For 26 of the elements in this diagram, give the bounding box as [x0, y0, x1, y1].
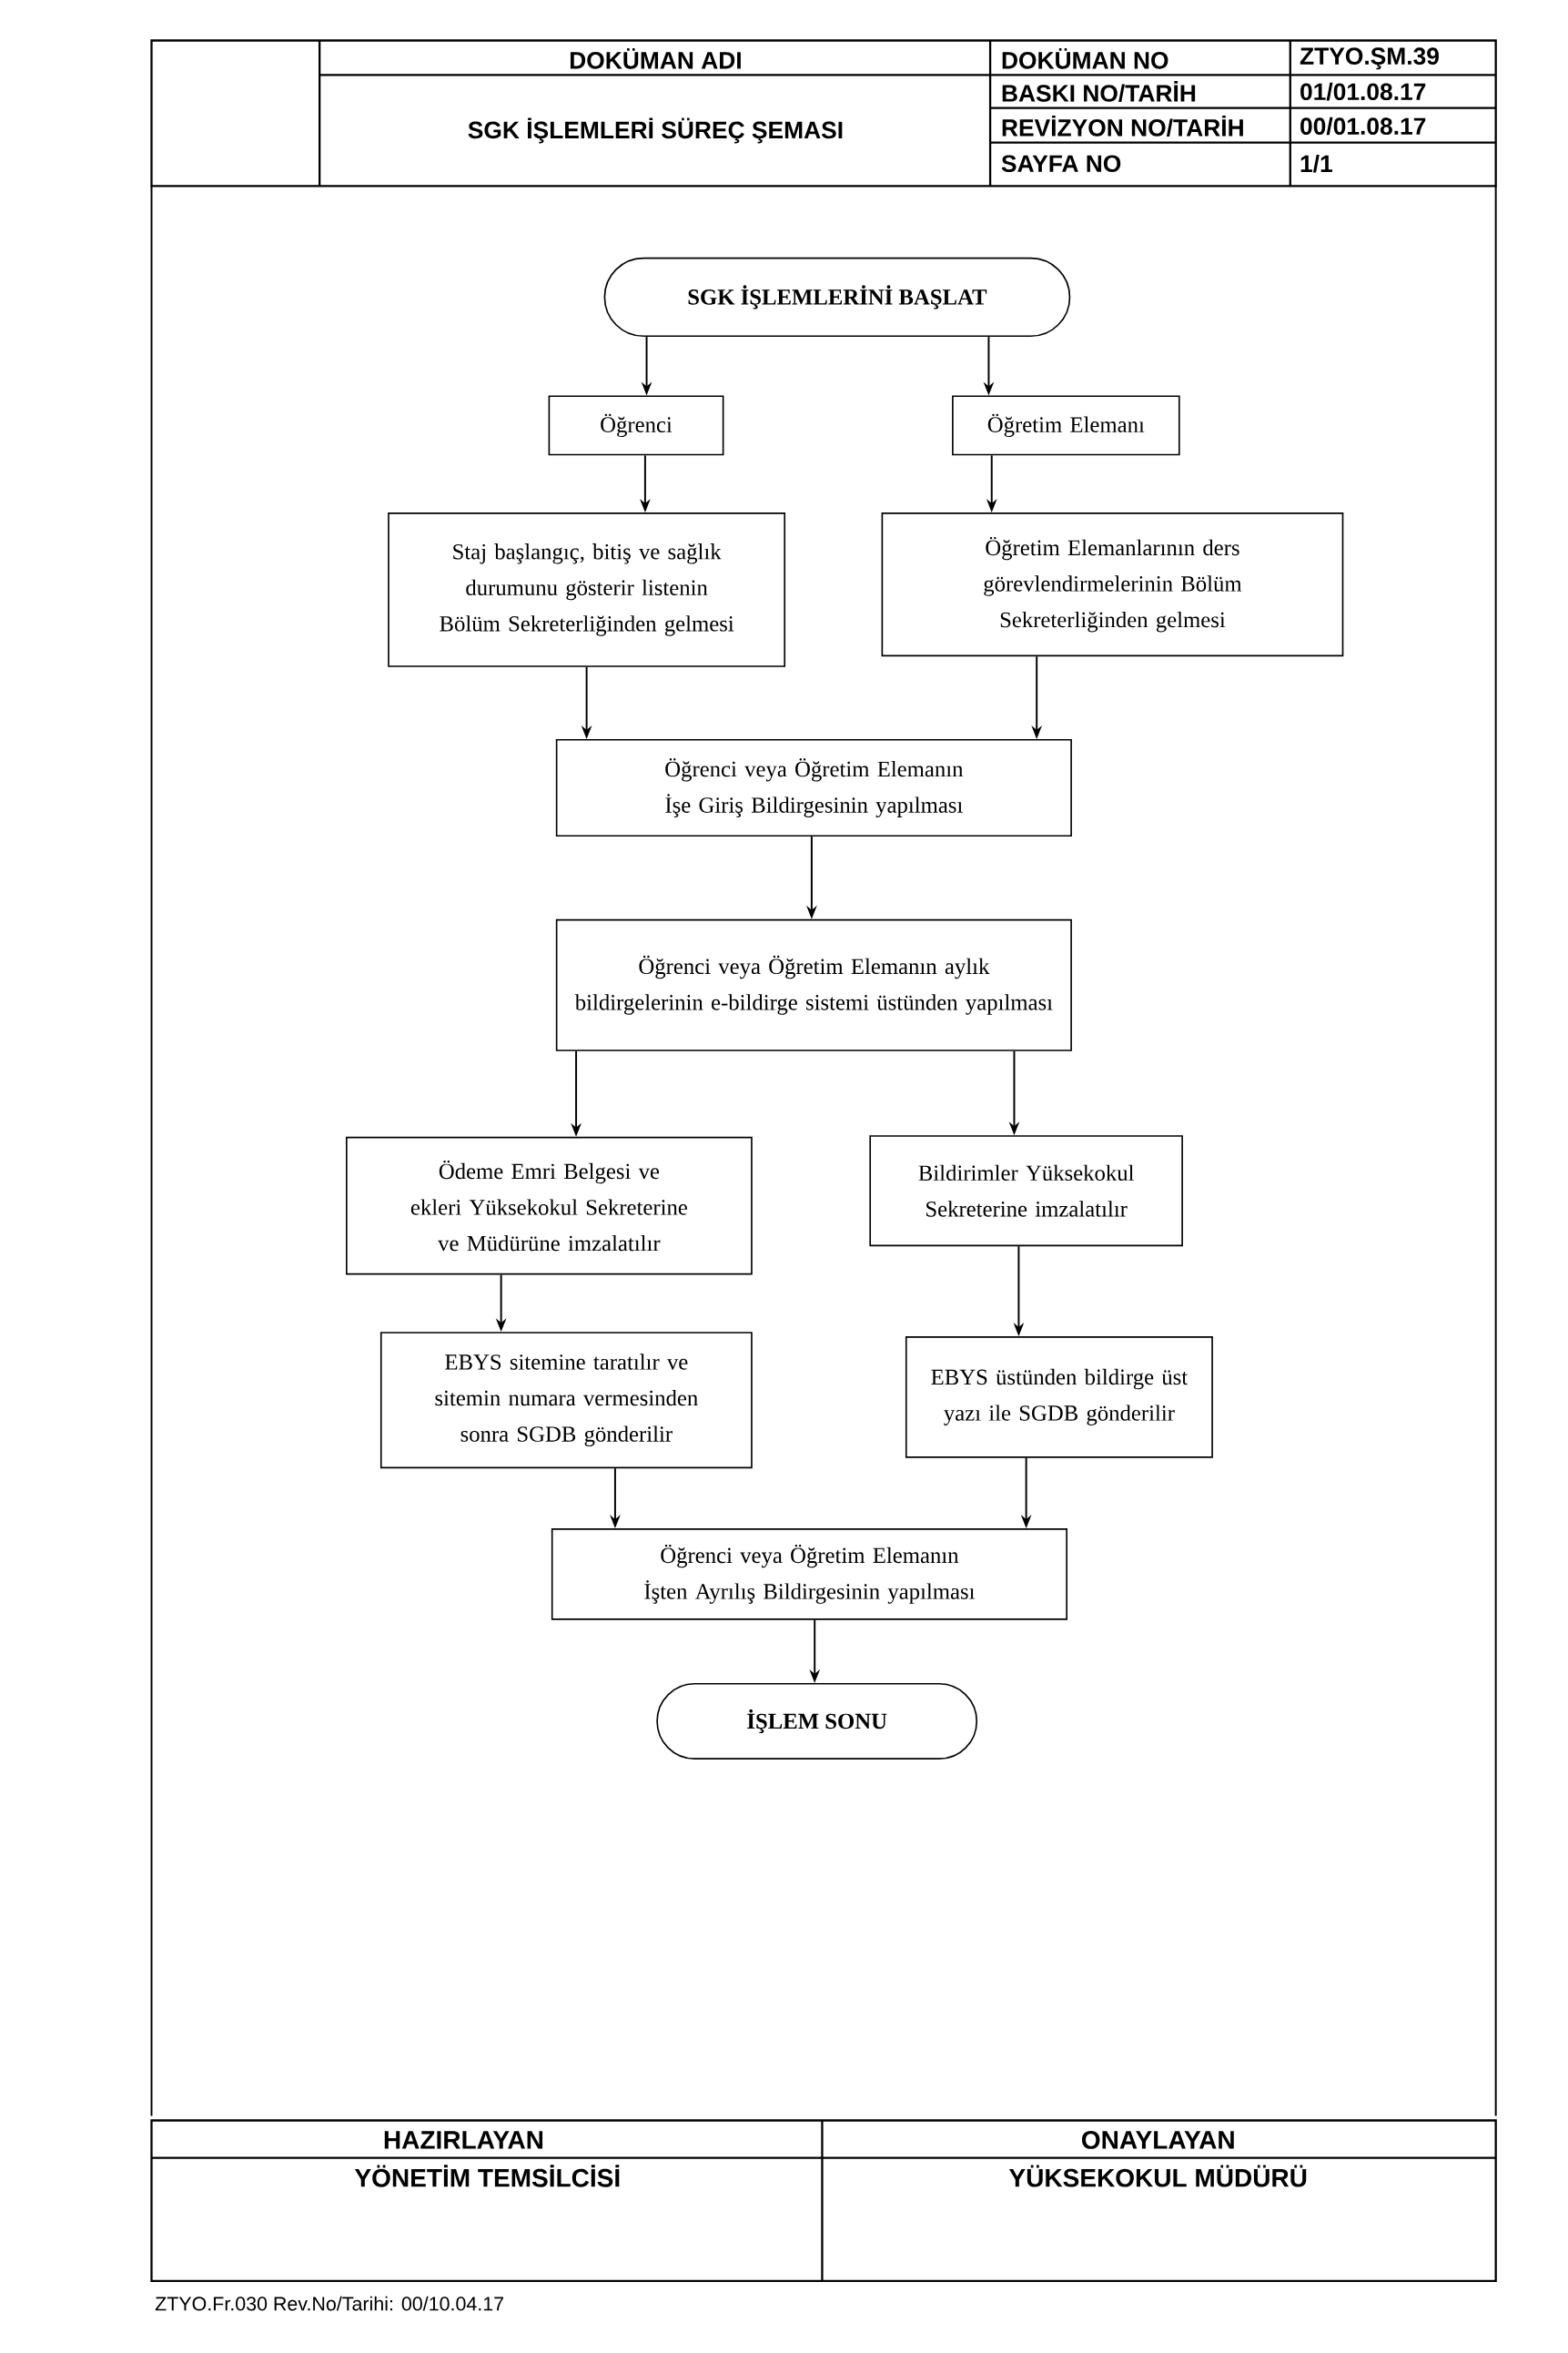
table-cell-text: YÖNETİM TEMSİLCİSİ — [355, 2165, 620, 2187]
process-box: EBYS üstünden bildirge üst yazı ile SGDB gönderilir — [905, 1336, 1213, 1458]
process-box: EBYS sitemine taratılır ve sitemin numara vermesinden sonra SGDB gönderilir — [380, 1332, 753, 1469]
table-cell-text: 01/01.08.17 — [1300, 82, 1426, 101]
table-cell-text: DOKÜMAN NO — [1002, 47, 1168, 69]
process-box: Staj başlangıç, bitiş ve sağlık durumunu gösterir listenin Bölüm Sekreterliğinden gelmesi — [388, 512, 786, 667]
footnote-text: ZTYO.Fr.030 Rev.No/Tarihi: 00/10.04.17 — [155, 2296, 504, 2311]
table-cell-text: YÜKSEKOKUL MÜDÜRÜ — [1009, 2165, 1307, 2187]
process-box: Ödeme Emri Belgesi ve ekleri Yüksekokul Sekreterine ve Müdürüne imzalatılır — [346, 1136, 753, 1275]
process-box: Öğrenci veya Öğretim Elemanın İşe Giriş Bildirgesinin yapılması — [555, 738, 1073, 837]
process-box: Öğrenci — [548, 395, 724, 456]
table-cell-text: BASKI NO/TARİH — [1002, 81, 1196, 103]
table-cell-text: SAYFA NO — [1001, 155, 1121, 173]
table-cell-text: HAZIRLAYAN — [384, 2131, 543, 2149]
process-box: Bildirimler Yüksekokul Sekreterine imzalatılır — [869, 1135, 1184, 1247]
process-box: Öğrenci veya Öğretim Elemanın İşten Ayrılış Bildirgesinin yapılması — [551, 1528, 1068, 1620]
table-cell-text: ONAYLAYAN — [1082, 2131, 1234, 2149]
table-cell-text: DOKÜMAN ADI — [571, 47, 741, 69]
process-box: Öğretim Elemanı — [952, 395, 1180, 456]
process-box: Öğretim Elemanlarının ders görevlendirmelerinin Bölüm Sekreterliğinden gelmesi — [881, 512, 1344, 657]
table-cell-text: 00/01.08.17 — [1300, 117, 1426, 136]
table-cell-text: ZTYO.ŞM.39 — [1300, 47, 1440, 70]
process-box: Öğrenci veya Öğretim Elemanın aylık bildirgelerinin e-bildirge sistemi üstünden yapılması — [555, 918, 1073, 1051]
table-cell-text: 1/1 — [1300, 154, 1333, 173]
table-cell-text: REVİZYON NO/TARİH — [1002, 115, 1243, 137]
table-cell-text: SGK İŞLEMLERİ SÜREÇ ŞEMASI — [468, 117, 843, 144]
